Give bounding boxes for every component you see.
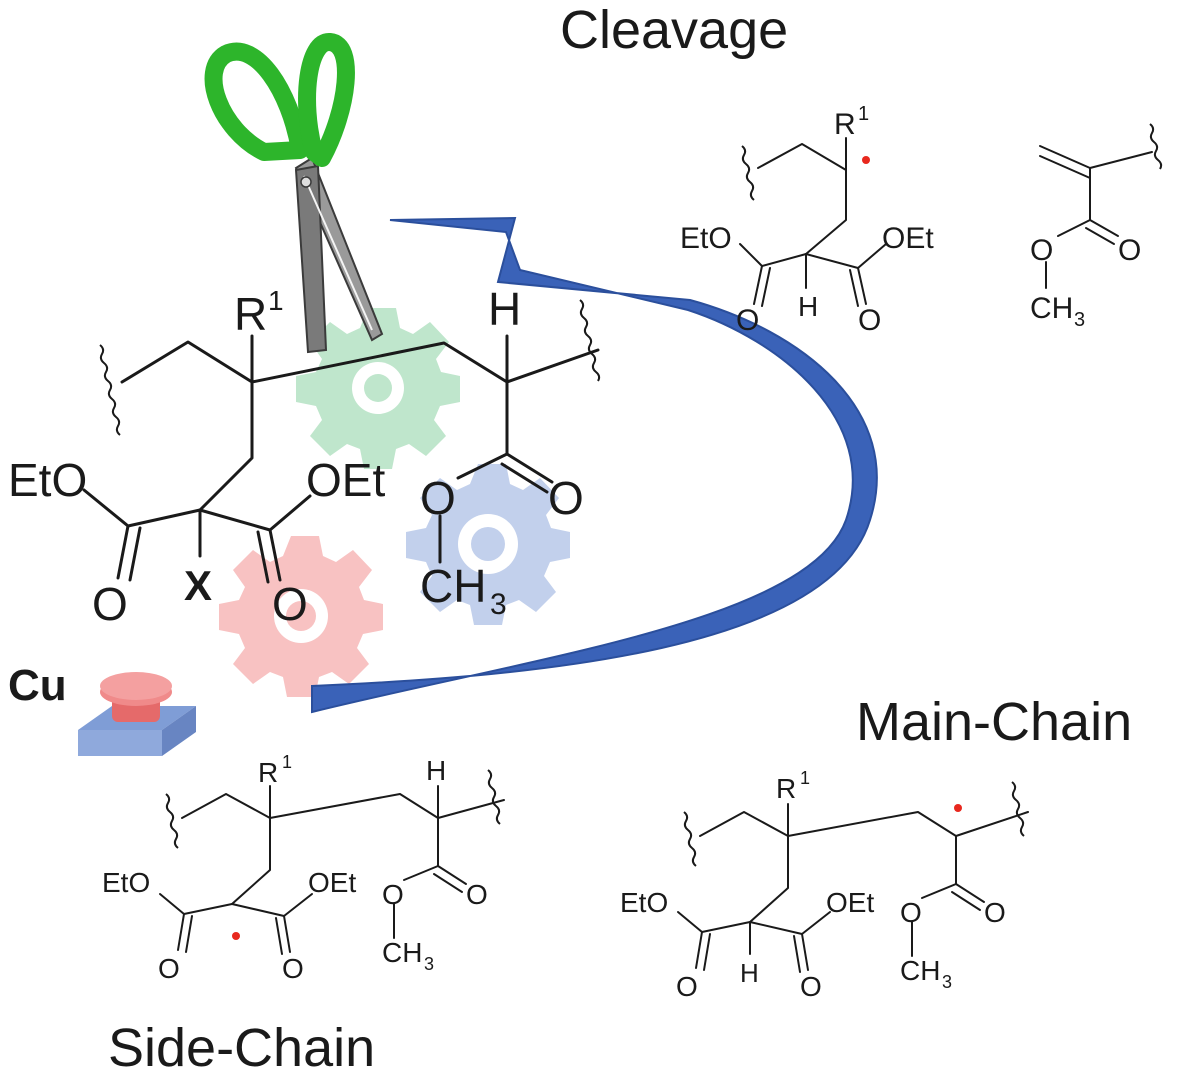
o-label-left: O	[676, 971, 698, 1002]
ester-o-label: O	[420, 472, 456, 524]
ch3-subscript: 3	[1074, 309, 1085, 331]
pink-gear-icon	[219, 536, 383, 697]
green-gear-icon	[296, 308, 460, 469]
carbonyl-o-label: O	[984, 897, 1006, 928]
main-chain-label: Main-Chain	[856, 692, 1132, 752]
o-label-right: O	[800, 971, 822, 1002]
r-label: R	[776, 773, 796, 804]
r1-superscript: 1	[268, 285, 284, 316]
ch3-label: CH	[420, 560, 486, 612]
h-label: H	[798, 291, 818, 322]
r-superscript: 1	[800, 768, 810, 788]
ester-o-label: O	[1030, 234, 1053, 267]
oet-label: OEt	[306, 454, 385, 506]
eto-label: EtO	[8, 454, 87, 506]
h-label: H	[740, 958, 759, 988]
h-label: H	[488, 283, 521, 335]
r-label: R	[258, 757, 278, 788]
central-polymer-structure: R 1 H EtO OEt O O X O O CH 3	[8, 283, 601, 630]
carbonyl-o-ester: O	[548, 472, 584, 524]
o-label-right: O	[858, 304, 881, 337]
carbonyl-o-right: O	[272, 578, 308, 630]
oet-label: OEt	[826, 887, 874, 918]
ester-o-label: O	[382, 879, 404, 910]
ch3-label: CH	[382, 937, 422, 968]
scissors-icon	[204, 33, 384, 354]
radical-dot	[862, 156, 870, 164]
ester-o-label: O	[900, 897, 922, 928]
ch3-subscript: 3	[490, 588, 507, 621]
eto-label: EtO	[102, 867, 150, 898]
cleavage-title: Cleavage	[560, 0, 788, 60]
carbonyl-o-left: O	[92, 578, 128, 630]
r-superscript: 1	[858, 103, 869, 125]
carbonyl-o-label: O	[1118, 234, 1141, 267]
cleavage-product-radical: R 1 EtO OEt O H O	[680, 103, 934, 337]
blue-gear-icon	[406, 464, 570, 625]
radical-dot	[232, 932, 240, 940]
r-label: R	[834, 108, 856, 141]
eto-label: EtO	[620, 887, 668, 918]
h-label: H	[426, 755, 446, 786]
side-chain-label: Side-Chain	[108, 1018, 375, 1076]
methacrylate-product: O O CH 3	[1030, 123, 1163, 331]
oet-label: OEt	[308, 867, 356, 898]
ch3-subscript: 3	[942, 972, 952, 992]
side-chain-radical-structure: R 1 H EtO OEt O O O O CH 3	[102, 752, 505, 984]
o-label-left: O	[158, 953, 180, 984]
main-chain-radical-structure: R 1 EtO OEt O H O O O CH 3	[620, 768, 1029, 1002]
wavy-bond-left	[99, 344, 121, 436]
cu-label: Cu	[8, 661, 67, 710]
r1-label: R	[234, 288, 267, 340]
oet-label: OEt	[882, 222, 934, 255]
o-label-left: O	[736, 304, 759, 337]
curved-arrow-icon	[311, 216, 878, 714]
ch3-label: CH	[1030, 292, 1073, 325]
halogen-x-label: X	[184, 562, 212, 609]
carbonyl-o-label: O	[466, 879, 488, 910]
ch3-label: CH	[900, 955, 940, 986]
wavy-bond-right	[579, 299, 601, 382]
catalyst-button-icon	[78, 672, 196, 756]
r-superscript: 1	[282, 752, 292, 772]
eto-label: EtO	[680, 222, 732, 255]
radical-dot	[954, 804, 962, 812]
o-label-right: O	[282, 953, 304, 984]
ch3-subscript: 3	[424, 954, 434, 974]
